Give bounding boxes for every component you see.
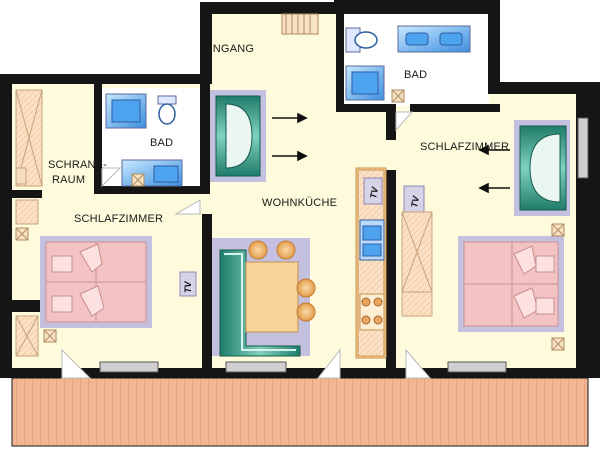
chair-icon <box>248 240 268 260</box>
room-label-bedroom-right: SCHLAFZIMMER <box>420 141 509 153</box>
washbasin-icon <box>397 25 471 53</box>
wardrobe-icon <box>401 211 433 317</box>
room-label-bath-right: BAD <box>404 69 427 81</box>
arrow-icon <box>478 144 510 194</box>
shower-icon <box>105 93 147 129</box>
room-label-kitchen-living: WOHNKÜCHE <box>262 197 337 209</box>
arrow-icon <box>272 112 308 162</box>
toilet-icon <box>345 27 378 53</box>
sofa-icon <box>210 90 266 182</box>
bed-icon <box>40 236 152 328</box>
room-label-closet-1: SCHRANK- <box>48 159 107 171</box>
bathtub-icon <box>121 159 183 187</box>
nightstand-icon <box>15 223 565 351</box>
room-label-bedroom-left: SCHLAFZIMMER <box>74 213 163 225</box>
tv-label-center: TV <box>368 185 380 199</box>
windows <box>99 13 589 373</box>
bed-icon <box>458 236 564 332</box>
wardrobe-icon <box>15 199 39 357</box>
shower-icon <box>345 65 385 101</box>
tv-icon: TV <box>363 177 383 205</box>
tv-label-right: TV <box>409 194 421 208</box>
kitchen-sink-icon <box>359 219 385 261</box>
room-label-entrance: EINGANG <box>202 43 254 55</box>
dining-table-icon <box>212 238 316 357</box>
tv-icon: TV <box>403 185 425 213</box>
door-swings <box>61 111 432 379</box>
chair-icon <box>296 278 316 298</box>
balcony <box>11 377 589 447</box>
room-label-bath-left: BAD <box>150 137 173 149</box>
wardrobe-icon <box>15 89 43 187</box>
tv-icon: TV <box>179 271 197 297</box>
toilet-icon <box>157 95 177 125</box>
stove-icon <box>359 293 385 331</box>
tv-label-left: TV <box>183 281 193 293</box>
room-label-closet-2: RAUM <box>52 174 85 186</box>
laundry-box <box>391 89 405 103</box>
chair-icon <box>276 240 296 260</box>
sofa-icon <box>514 120 570 216</box>
chair-icon <box>296 302 316 322</box>
